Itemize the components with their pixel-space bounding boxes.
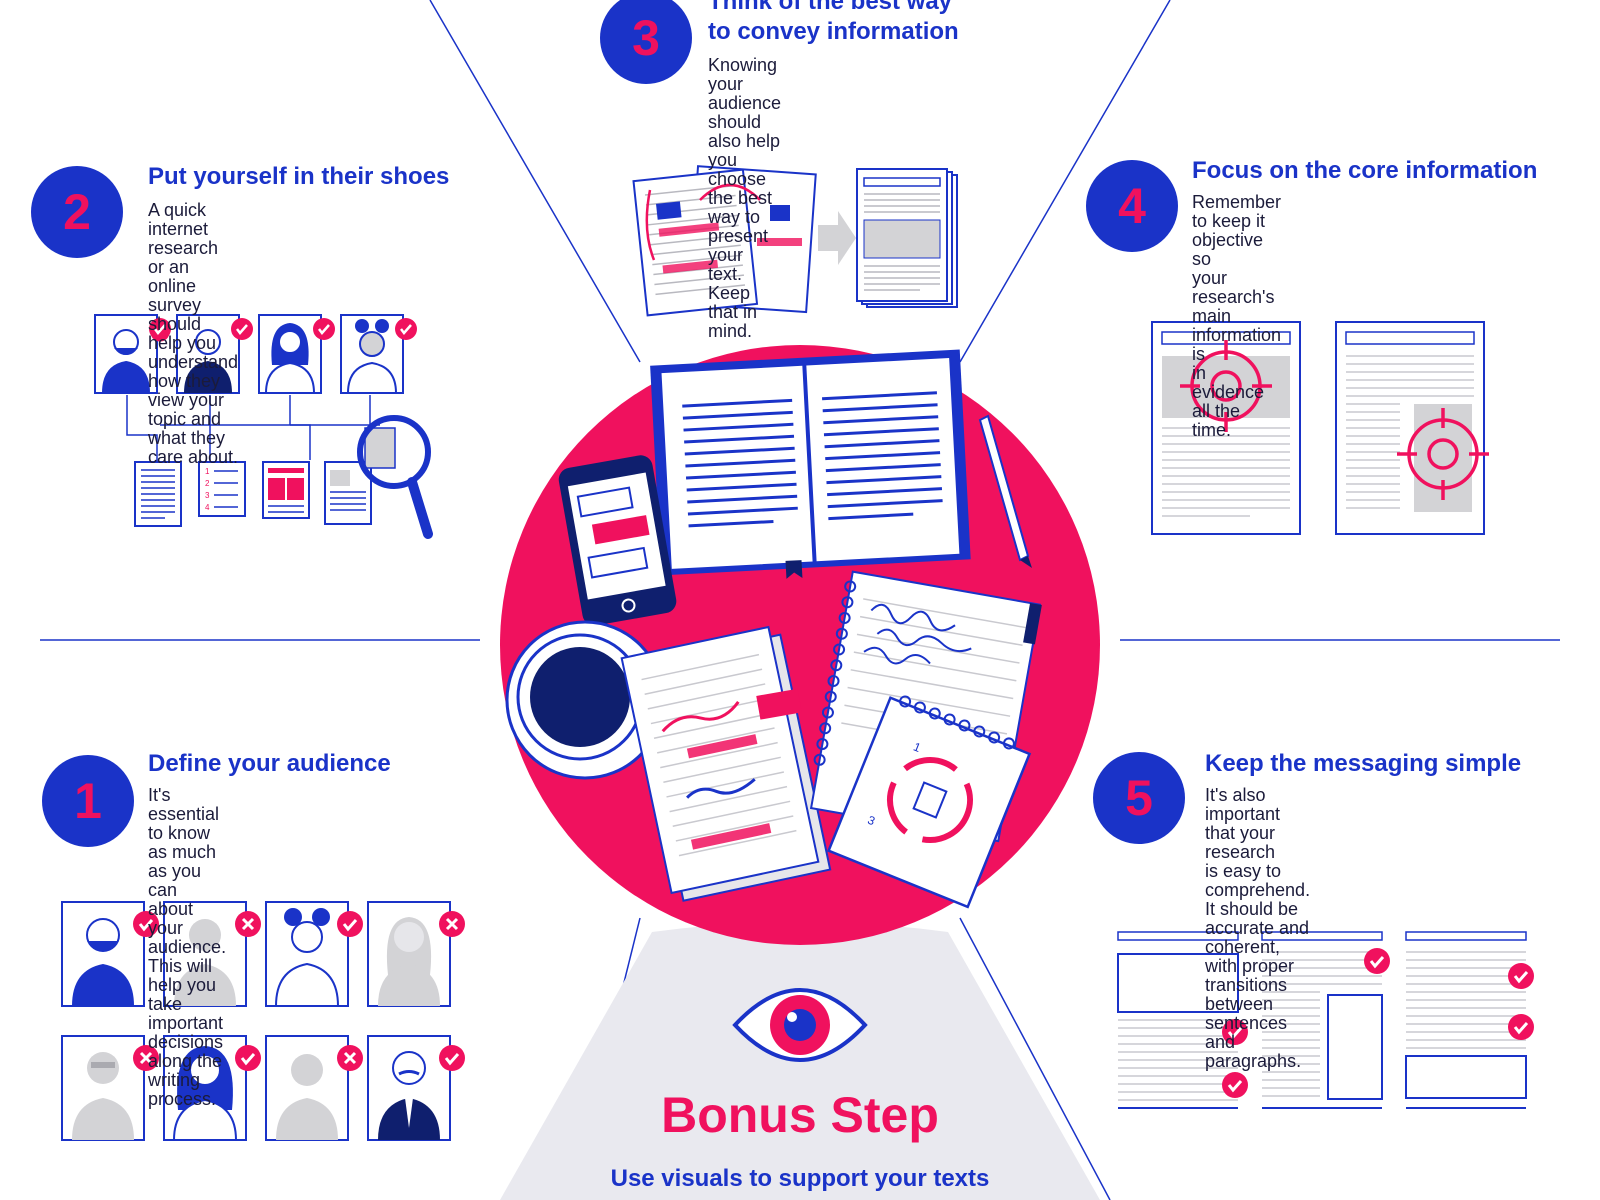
step3-illustration bbox=[632, 165, 958, 317]
step-5-badge: 5 bbox=[1093, 752, 1185, 844]
document-check-icon bbox=[1117, 931, 1248, 1109]
list-number-3: 3 bbox=[205, 491, 210, 500]
list-number-2: 2 bbox=[205, 479, 210, 488]
step-2-text: A quick internet research or an online s… bbox=[148, 200, 239, 467]
person-card-icon bbox=[367, 1035, 451, 1141]
notepad-label-1: 1 bbox=[911, 740, 923, 756]
step-1-title: Define your audience bbox=[148, 750, 391, 777]
bonus-subtitle: Use visuals to support your texts bbox=[610, 1165, 990, 1192]
step-3-badge: 3 bbox=[600, 0, 692, 84]
step-1-badge: 1 bbox=[42, 755, 134, 847]
document-icon bbox=[134, 461, 182, 527]
step-2-badge: 2 bbox=[31, 166, 123, 258]
edited-paper-icon bbox=[620, 625, 832, 902]
person-card-icon bbox=[340, 314, 404, 394]
clean-document-icon bbox=[856, 168, 958, 308]
person-card-icon bbox=[94, 314, 171, 394]
notepad-icon: 1 3 bbox=[826, 695, 1032, 909]
arrow-right-icon bbox=[818, 211, 856, 265]
audience-marks bbox=[133, 911, 465, 1071]
magnifier-icon bbox=[357, 415, 433, 539]
document-check-icon bbox=[1405, 931, 1534, 1109]
step2-illustration: 1 2 3 4 bbox=[94, 314, 433, 539]
step4-illustration bbox=[1151, 321, 1489, 535]
person-card-icon bbox=[61, 1035, 145, 1141]
layout-document-icon bbox=[262, 461, 310, 519]
step-3-text: Knowing your audience should also help y… bbox=[708, 55, 782, 341]
list-number-1: 1 bbox=[205, 467, 210, 476]
step1-audience-grid bbox=[61, 901, 465, 1141]
open-book-icon bbox=[650, 349, 971, 579]
edited-document-icon bbox=[632, 165, 817, 317]
notepad-label-3: 3 bbox=[866, 813, 878, 829]
step-3-title-line2: to convey information bbox=[708, 18, 959, 45]
person-card-icon bbox=[163, 901, 247, 1007]
step-1-text: It's essential to know as much as you ca… bbox=[148, 785, 227, 1109]
step-4-text: Remember to keep it objective so your re… bbox=[1192, 192, 1282, 440]
person-card-icon bbox=[265, 1035, 349, 1141]
pencil-icon bbox=[978, 414, 1032, 568]
step-5-text: It's also important that your research i… bbox=[1205, 785, 1311, 1071]
step-2-title: Put yourself in their shoes bbox=[148, 163, 450, 190]
target-document-icon bbox=[1335, 321, 1489, 535]
smartphone-icon bbox=[558, 455, 677, 626]
step-3-title-line1: Think of the best way bbox=[708, 0, 953, 15]
numbered-list-icon: 1 2 3 4 bbox=[198, 461, 246, 517]
person-card-icon bbox=[258, 314, 322, 394]
person-card-icon bbox=[367, 901, 451, 1007]
eye-icon bbox=[732, 988, 868, 1062]
bonus-title: Bonus Step bbox=[661, 1087, 939, 1143]
person-card-icon bbox=[163, 1035, 247, 1141]
list-number-4: 4 bbox=[205, 503, 210, 512]
person-card-icon bbox=[265, 901, 349, 1007]
document-check-icon bbox=[1261, 931, 1390, 1109]
step5-illustration bbox=[1117, 931, 1534, 1109]
step-5-title: Keep the messaging simple bbox=[1205, 750, 1522, 777]
step-4-title: Focus on the core information bbox=[1192, 157, 1538, 184]
person-card-icon bbox=[61, 901, 145, 1007]
target-document-icon bbox=[1151, 321, 1301, 535]
step-4-badge: 4 bbox=[1086, 160, 1178, 252]
person-card-icon bbox=[176, 314, 240, 394]
